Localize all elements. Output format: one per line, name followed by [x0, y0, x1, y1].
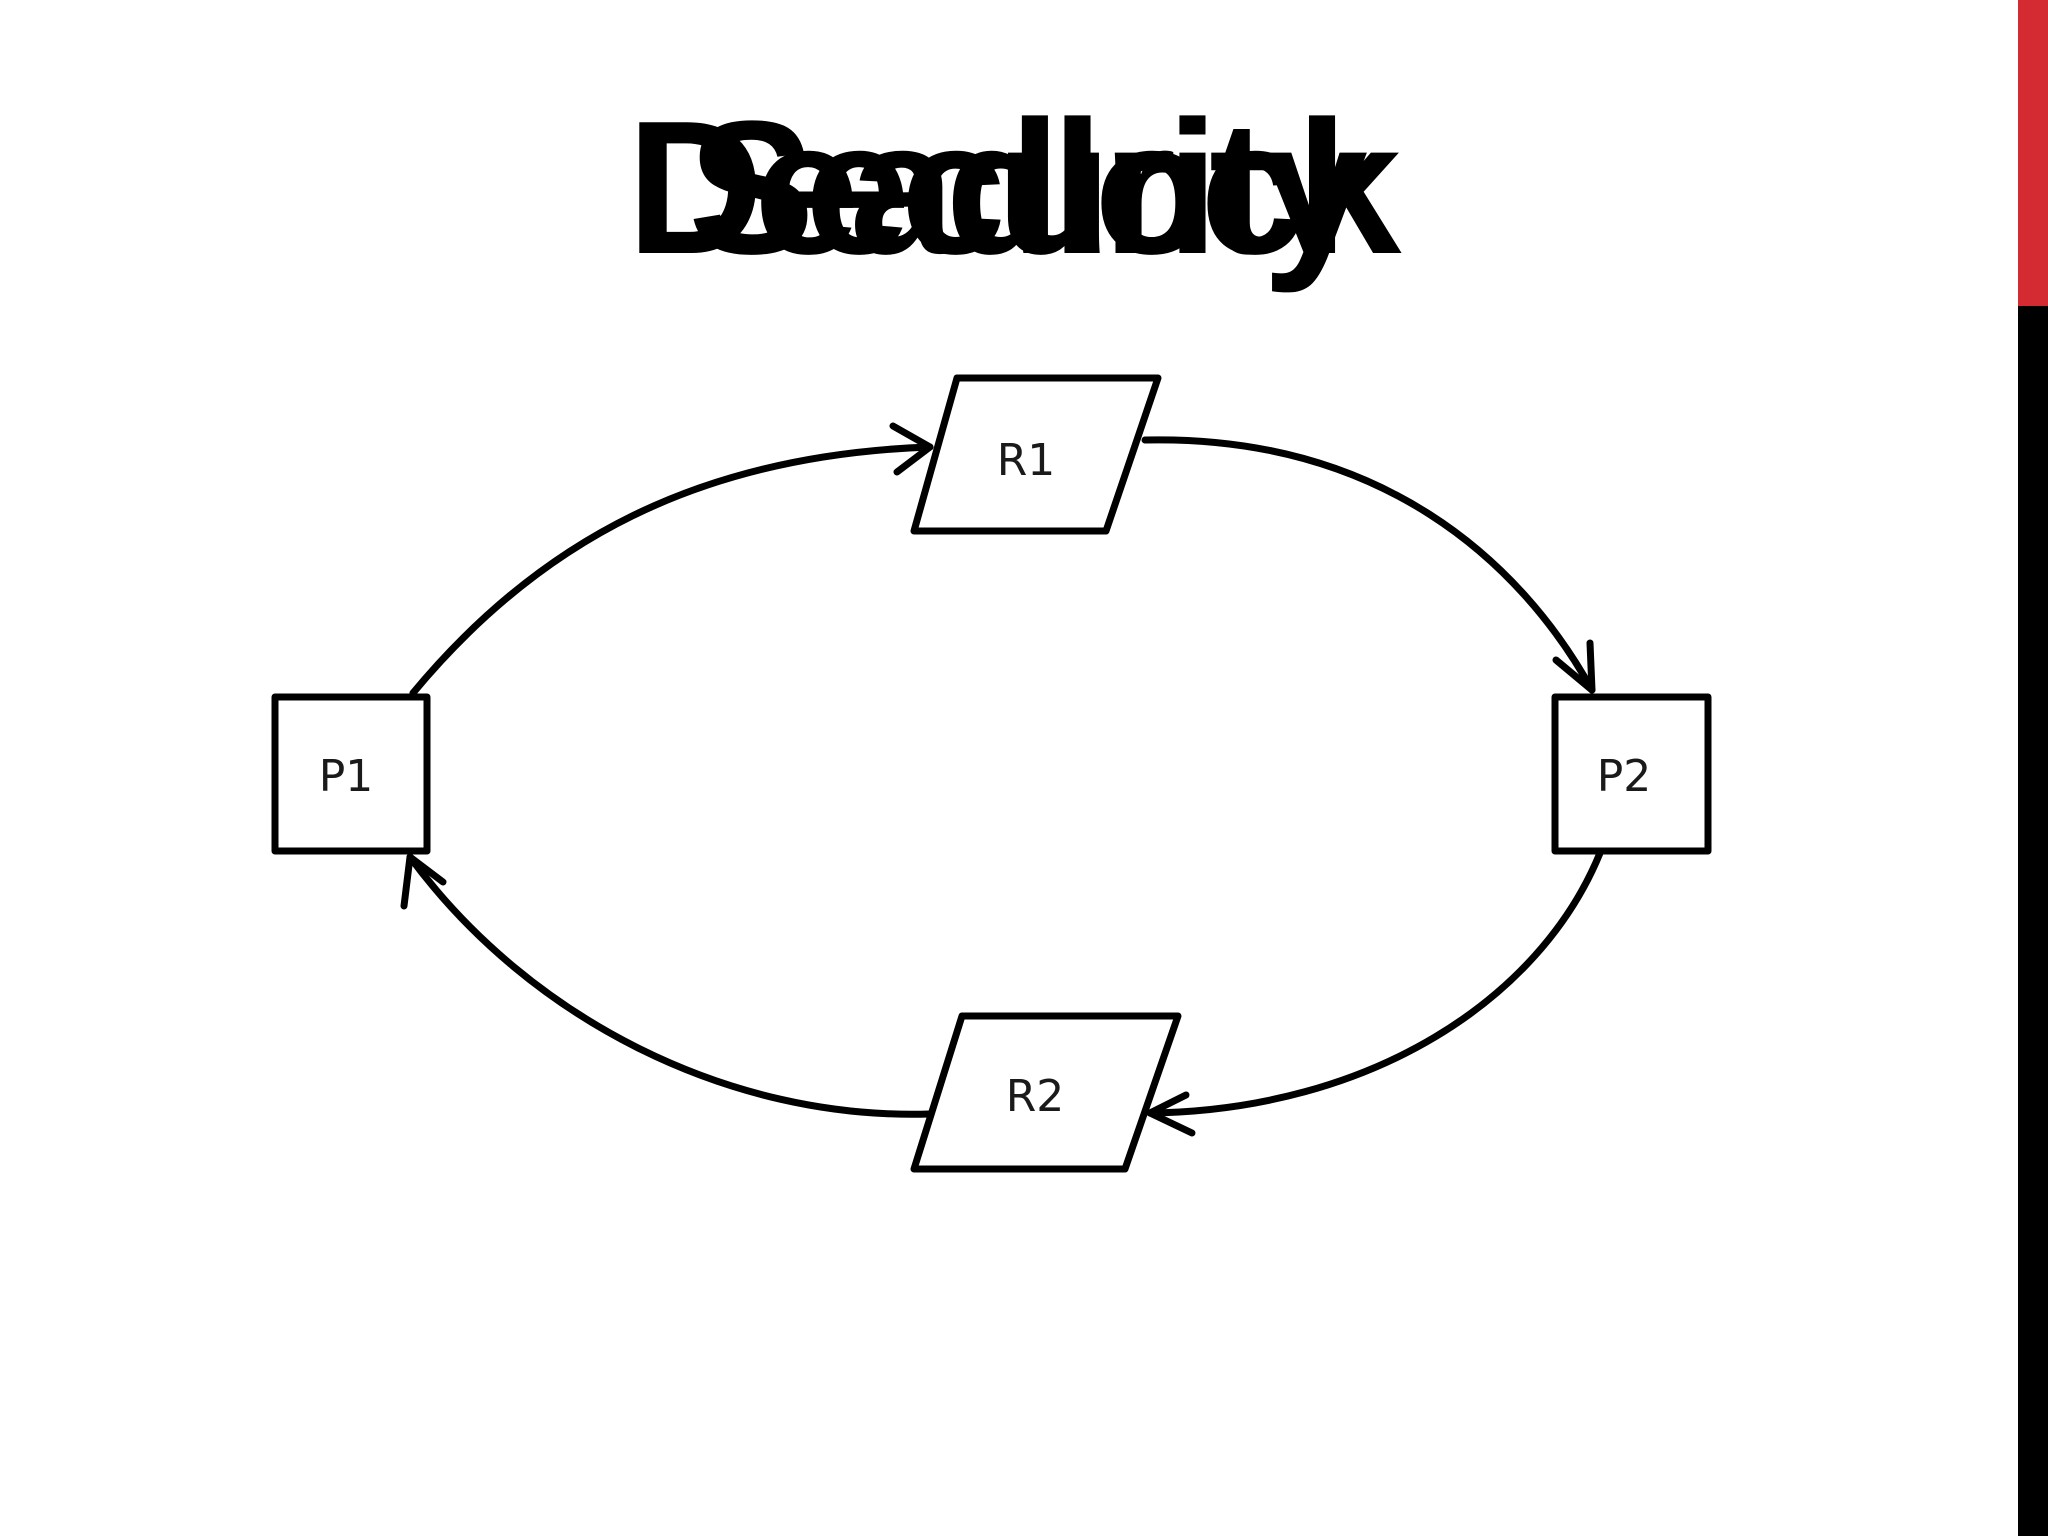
edge-r2-p1-arrowhead [400, 853, 447, 910]
accent-bar-red [2018, 0, 2048, 306]
slide-title: Deadlock [626, 82, 1402, 294]
node-r1-label: R1 [997, 435, 1056, 486]
node-r2-label: R2 [1006, 1071, 1065, 1122]
node-p1-label: P1 [319, 751, 374, 802]
edge-r2-p1 [406, 853, 933, 1118]
slide-title-overlay: Security [688, 82, 1368, 294]
node-p1 [271, 693, 431, 855]
edge-p1-r1-arrowhead [889, 422, 934, 476]
node-p2 [1551, 693, 1712, 855]
edge-r1-p2 [1141, 436, 1596, 694]
edge-p2-r2 [1146, 849, 1604, 1117]
edge-p2-r2-arrowhead [1146, 1091, 1196, 1137]
edge-p1-r1 [409, 443, 934, 697]
edge-r1-p2-arrowhead [1552, 639, 1596, 694]
node-p2-label: P2 [1597, 751, 1652, 802]
node-r1 [910, 374, 1162, 535]
node-r2 [910, 1012, 1182, 1173]
